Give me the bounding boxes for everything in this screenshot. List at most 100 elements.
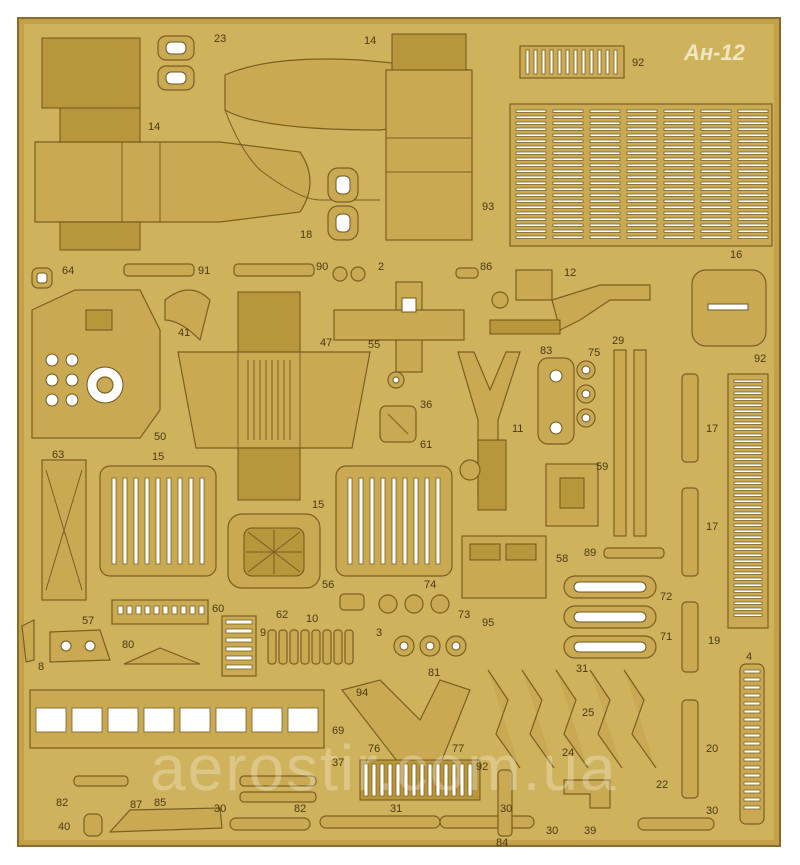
part-92-grille-small [519, 45, 625, 79]
grille-slot [737, 157, 769, 161]
strip-slot [135, 605, 142, 615]
grille-slot [733, 601, 763, 605]
fret-title: Ан-12 [683, 40, 746, 65]
grille-slot [737, 199, 769, 203]
grille-slot [733, 493, 763, 497]
part-30-chain-mid [439, 815, 535, 829]
part-41-bracket [164, 289, 211, 342]
grille-slot [515, 133, 547, 137]
part-12-linkage [489, 269, 651, 335]
grille-slot [557, 49, 562, 75]
grate-slot [144, 477, 150, 565]
comb-tooth [395, 763, 401, 797]
part-61-plate [379, 405, 417, 443]
grille-slot [589, 49, 594, 75]
window-slot [143, 707, 175, 733]
strip-slot [743, 773, 761, 778]
grille-slot [589, 175, 621, 179]
grille-slot [552, 151, 584, 155]
part-81-fork [340, 679, 481, 801]
grille-slot [733, 433, 763, 437]
part-30-chain-right [637, 817, 715, 831]
comb-tooth [403, 763, 409, 797]
link-strip [521, 669, 555, 769]
grille-slot [589, 115, 621, 119]
strip-slot [743, 797, 761, 802]
grille-slot [733, 595, 763, 599]
grille-slot [515, 115, 547, 119]
grate-slot [358, 477, 364, 565]
grille-slot [733, 589, 763, 593]
grille-slot [663, 229, 695, 233]
grille-slot [589, 127, 621, 131]
part-17-strips [681, 373, 699, 577]
grille-slot [552, 187, 584, 191]
ladder-rung [225, 646, 253, 652]
grille-slot [663, 139, 695, 143]
grille-slot [737, 115, 769, 119]
grille-slot [737, 217, 769, 221]
part-80-strip [111, 599, 209, 625]
part-number: 18 [300, 229, 312, 241]
grille-slot [733, 523, 763, 527]
grille-slot [552, 199, 584, 203]
grille-slot [733, 415, 763, 419]
grille-slot [663, 199, 695, 203]
part-89-strip [603, 547, 665, 559]
part-number: 86 [480, 261, 492, 273]
grille-slot [626, 217, 658, 221]
comb-tooth [443, 763, 449, 797]
strip-slot [171, 605, 178, 615]
grille-slot [597, 49, 602, 75]
grille-slot [589, 139, 621, 143]
grate-slot [188, 477, 194, 565]
part-2-clips [332, 266, 366, 282]
part-roof-piece [123, 647, 201, 665]
grille-slot [733, 427, 763, 431]
grille-slot [552, 163, 584, 167]
strip-slot [743, 765, 761, 770]
part-number: 76 [368, 743, 380, 755]
grille-slot [589, 145, 621, 149]
part-number: 30 [546, 825, 558, 837]
grate-slot [369, 477, 375, 565]
part-87-wedge [108, 807, 223, 833]
ladder-rung [225, 637, 253, 643]
grille-slot [515, 223, 547, 227]
part-30-chain-left [229, 817, 311, 831]
strip-slot [180, 605, 187, 615]
grille-slot [589, 235, 621, 239]
grille-slot [626, 121, 658, 125]
strip-slot [743, 757, 761, 762]
grille-slot [552, 217, 584, 221]
part-number: 92 [632, 57, 644, 69]
grate-slot [155, 477, 161, 565]
grille-slot [737, 169, 769, 173]
grille-slot [552, 229, 584, 233]
grille-slot [733, 553, 763, 557]
grille-slot [663, 127, 695, 131]
part-93-grille-large [509, 103, 773, 247]
part-11-lever [457, 351, 521, 511]
grille-slot [515, 169, 547, 173]
strip-slot [743, 725, 761, 730]
grille-slot [737, 229, 769, 233]
grille-slot [700, 175, 732, 179]
strip-slot [144, 605, 151, 615]
part-number: 56 [322, 579, 334, 591]
grille-slot [663, 169, 695, 173]
grille-slot [515, 109, 547, 113]
grille-slot [700, 121, 732, 125]
grille-slot [663, 193, 695, 197]
part-number: 8 [38, 661, 44, 673]
grille-slot [626, 205, 658, 209]
grille-slot [626, 133, 658, 137]
grille-slot [737, 211, 769, 215]
part-number: 74 [424, 579, 436, 591]
part-36-ring [387, 371, 405, 389]
part-20-strip [681, 699, 699, 799]
grille-slot [515, 127, 547, 131]
grille-slot [700, 133, 732, 137]
grate-slot [402, 477, 408, 565]
comb-tooth [379, 763, 385, 797]
